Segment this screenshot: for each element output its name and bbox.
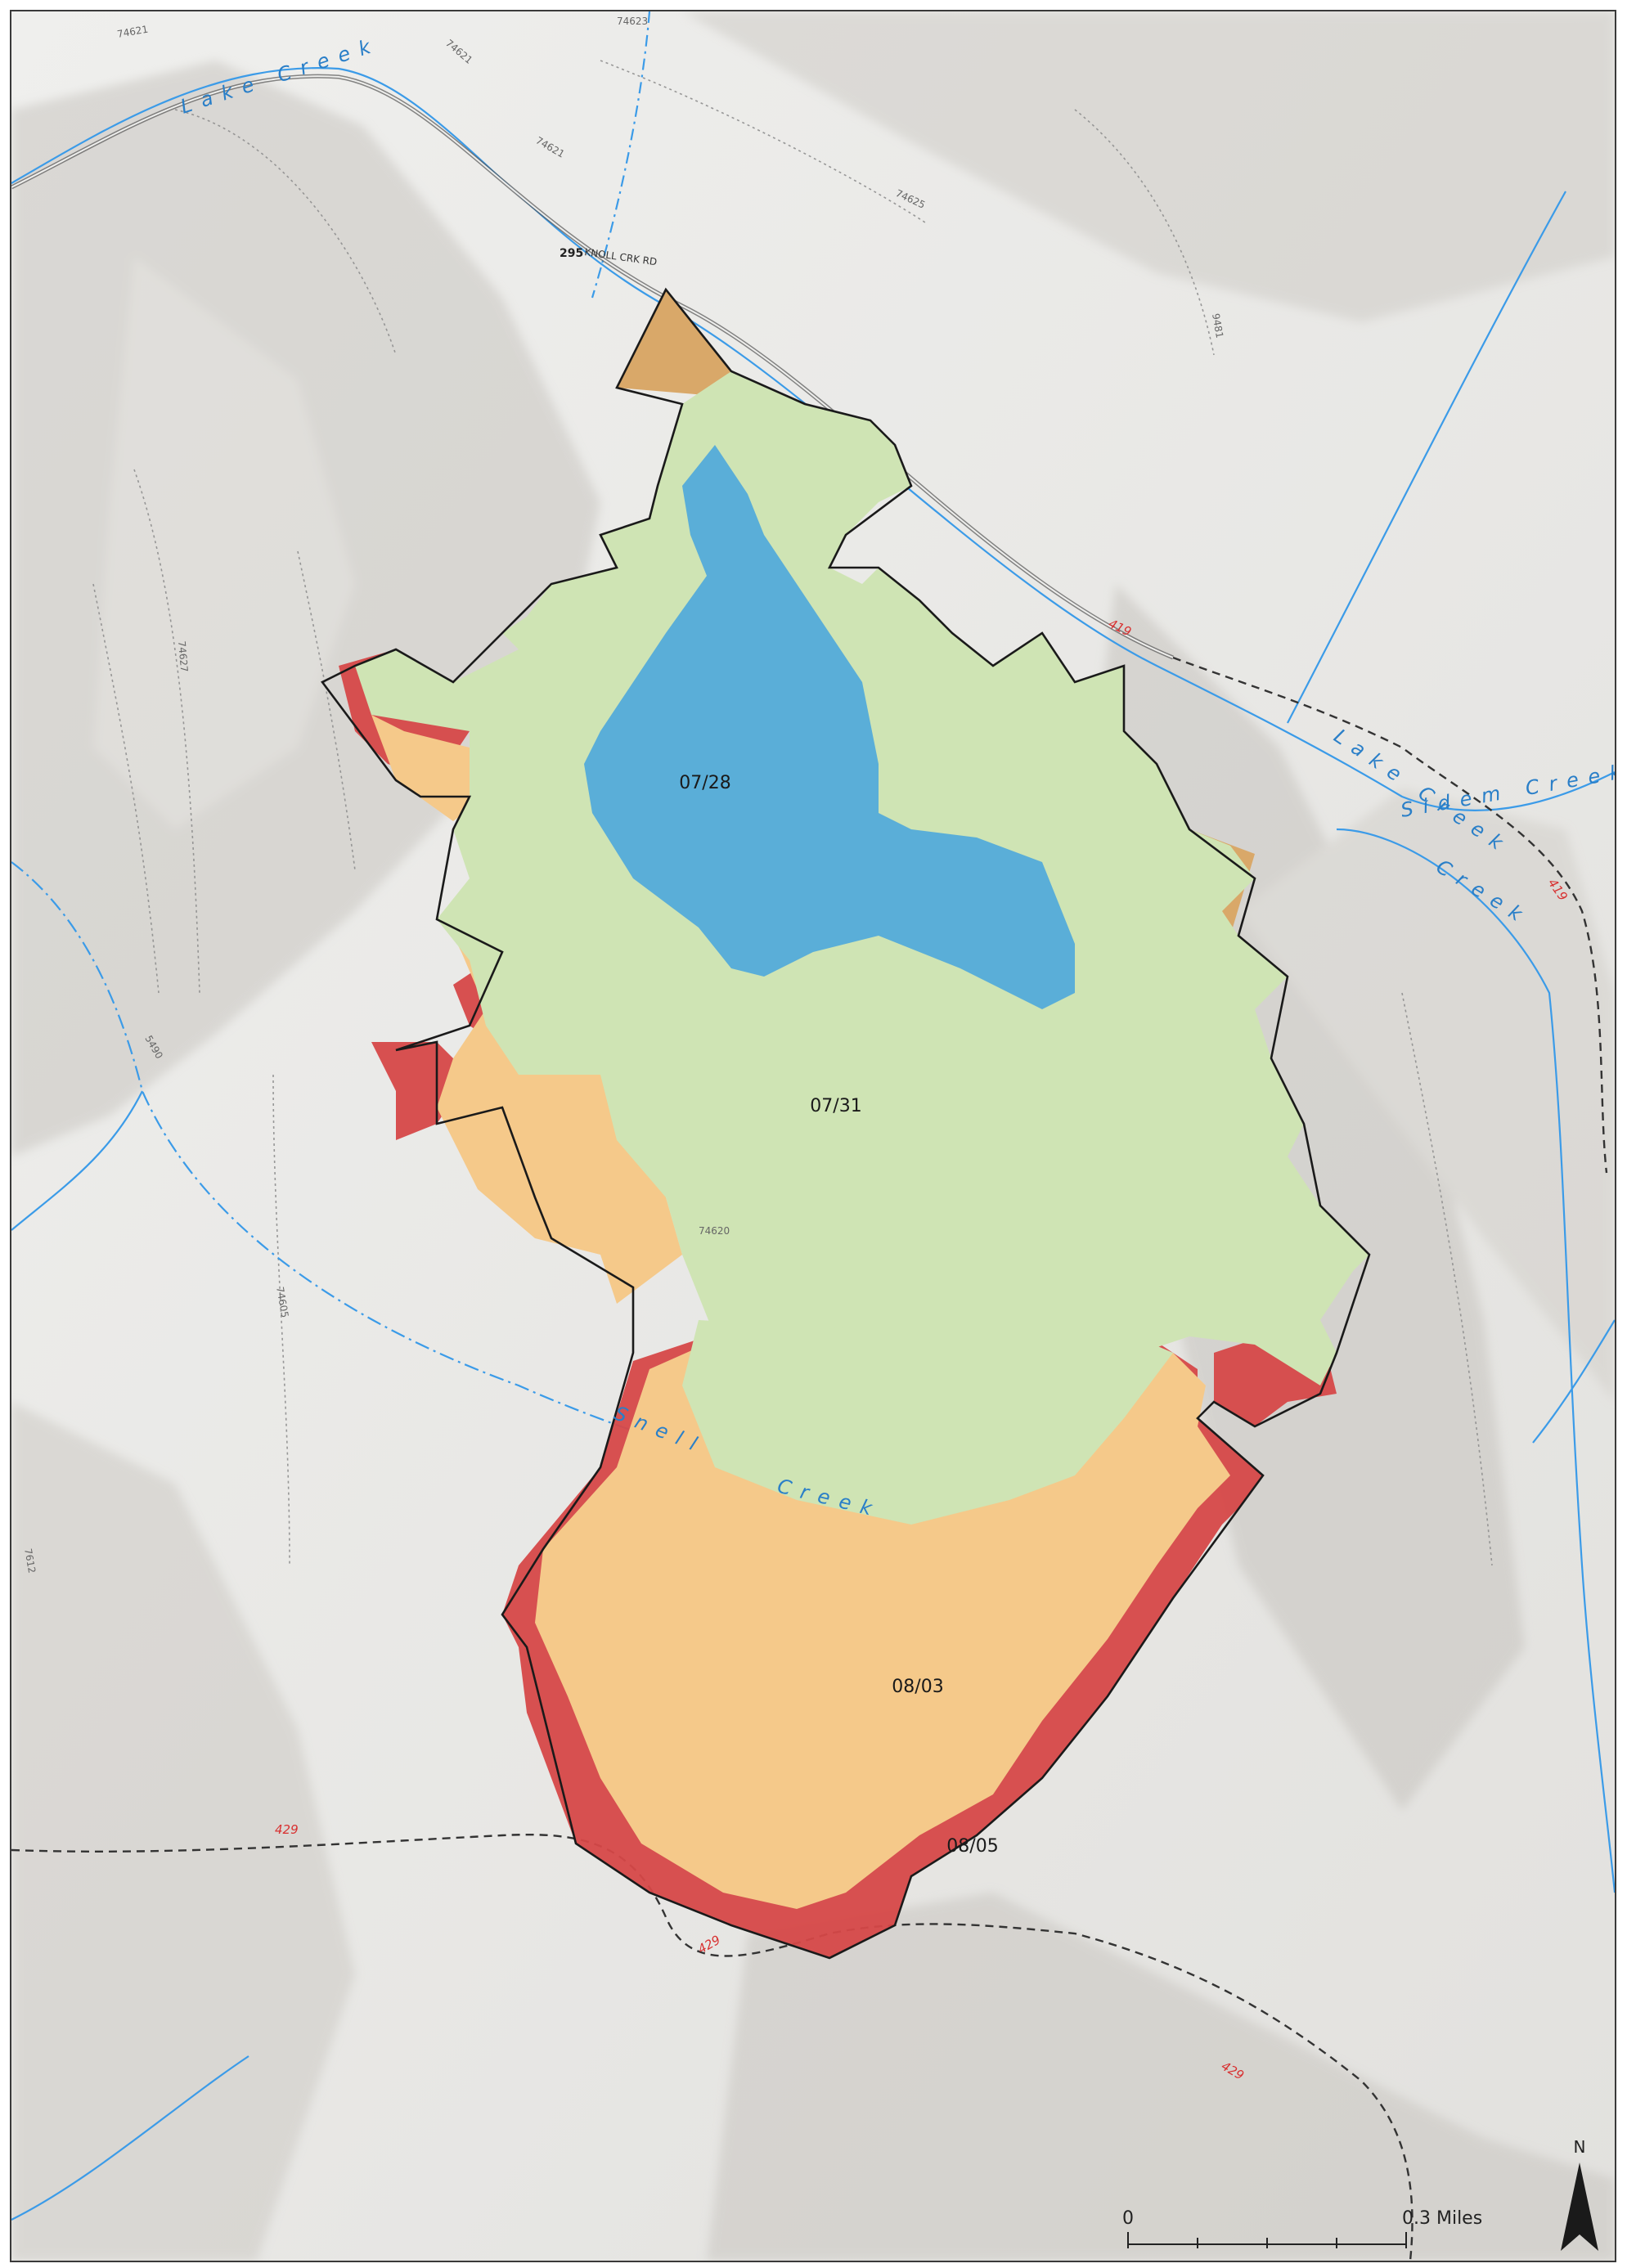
contour-label-11: 7612	[22, 1547, 38, 1574]
road-419	[1172, 656, 1608, 1174]
fire-perimeter	[321, 287, 1371, 1960]
scale-bar-start-label: 0	[1122, 2208, 1134, 2229]
map-frame[interactable]: 07/28 07/31 08/03 08/05 Lake Creek Lake …	[10, 10, 1616, 2262]
north-arrow-label: N	[1574, 2137, 1586, 2157]
fire-progression-map[interactable]: 07/28 07/31 08/03 08/05 Lake Creek Lake …	[11, 11, 1615, 2261]
west-stream-branch	[11, 1090, 143, 1231]
label-0728: 07/28	[679, 773, 730, 793]
contour-label-9: 74620	[699, 1225, 730, 1237]
tributary-stream-2	[1287, 191, 1566, 724]
roads	[11, 74, 1608, 2261]
tributary-stream-3	[1532, 1319, 1615, 1444]
road-label-429-a: 429	[275, 1822, 299, 1837]
progression-polygon-0803-northwest	[371, 715, 486, 821]
contour-label-2: 74623	[617, 16, 648, 27]
tributary-stream-1	[591, 11, 651, 299]
progression-polygon-0805-west	[371, 1042, 470, 1140]
progression-polygon-0803-tip	[617, 290, 731, 396]
contour-label-7: 74627	[176, 640, 190, 672]
fire-progression-layer	[321, 287, 1371, 1960]
north-arrow: N	[1561, 2137, 1598, 2251]
progression-polygon-0728	[584, 445, 1075, 1009]
contour-label-6: 9481	[1210, 312, 1225, 339]
road-label-295: 295	[560, 247, 583, 260]
north-arrow-icon	[1561, 2162, 1598, 2251]
sidem-creek-stream	[1336, 828, 1615, 1893]
progression-polygon-0731-south	[682, 1320, 1173, 1525]
knoll-creek-road-center	[11, 75, 1174, 658]
label-0805: 08/05	[946, 1836, 998, 1857]
label-0803: 08/03	[892, 1677, 943, 1697]
progression-labels: 07/28 07/31 08/03 08/05	[679, 773, 998, 1857]
contour-label-10: 74605	[274, 1286, 290, 1318]
contour-label-1: 74621	[116, 24, 149, 40]
scale-bar-end-label: 0.3 Miles	[1402, 2208, 1482, 2229]
scale-bar: 0 0.3 Miles	[1122, 2208, 1482, 2248]
label-0731: 07/31	[810, 1096, 861, 1116]
southwest-stream	[11, 2055, 249, 2221]
